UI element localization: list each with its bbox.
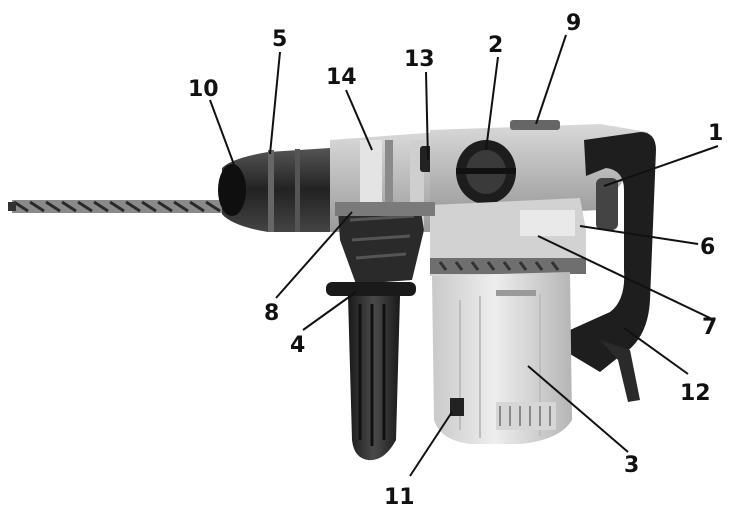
drill-bit xyxy=(8,200,232,213)
callout-3: 3 xyxy=(624,453,639,478)
leader-12 xyxy=(623,327,689,375)
rear-handle xyxy=(560,132,656,402)
leader-11 xyxy=(409,411,453,477)
callout-14: 14 xyxy=(326,65,357,90)
leader-5 xyxy=(269,51,281,155)
leader-2 xyxy=(485,56,499,151)
leader-6 xyxy=(579,225,699,245)
chuck xyxy=(218,148,340,232)
leader-3 xyxy=(527,365,629,453)
leader-13 xyxy=(425,71,429,161)
callout-13: 13 xyxy=(404,47,435,72)
drill-illustration xyxy=(8,120,656,461)
leader-10 xyxy=(209,99,237,171)
leader-7 xyxy=(537,235,711,319)
callout-8: 8 xyxy=(264,301,279,326)
leader-8 xyxy=(275,211,353,299)
leader-14 xyxy=(345,89,373,151)
auxiliary-handle xyxy=(326,282,416,461)
callout-6: 6 xyxy=(700,235,715,260)
callout-12: 12 xyxy=(680,381,711,406)
leader-9 xyxy=(535,34,567,125)
switch-block xyxy=(430,198,586,276)
callout-11: 11 xyxy=(384,485,415,510)
callout-9: 9 xyxy=(566,11,581,36)
callout-7: 7 xyxy=(702,315,717,340)
top-housing xyxy=(430,120,648,218)
leader-4 xyxy=(302,291,357,331)
callout-10: 10 xyxy=(188,77,219,102)
callout-2: 2 xyxy=(488,33,503,58)
leader-1 xyxy=(603,145,719,187)
callout-4: 4 xyxy=(290,333,305,358)
callout-numbers: 1 2 3 4 5 6 7 8 9 10 11 12 13 14 xyxy=(188,11,723,510)
leader-lines xyxy=(209,34,719,477)
side-handle-clamp xyxy=(335,202,435,284)
callout-5: 5 xyxy=(272,27,287,52)
callout-1: 1 xyxy=(708,121,723,146)
motor-housing xyxy=(432,272,572,444)
